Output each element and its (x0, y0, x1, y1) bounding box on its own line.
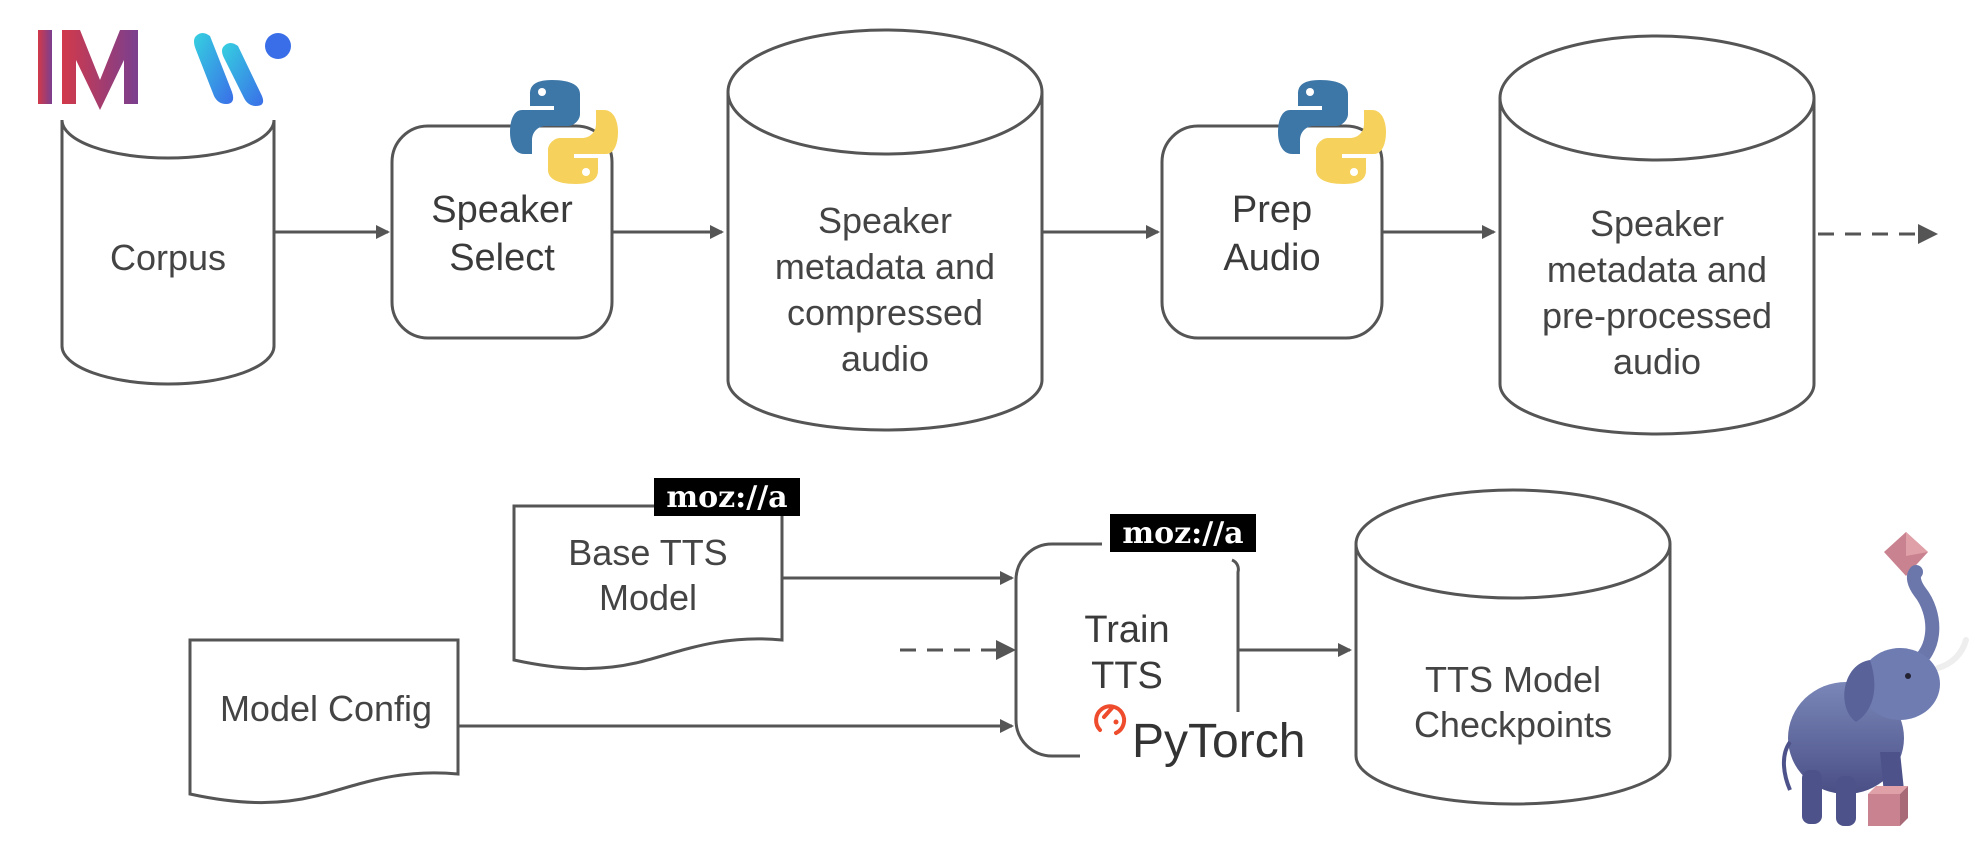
mozilla-logo-icon: moz://a (654, 478, 800, 516)
model-config-document: Model Config (188, 638, 460, 805)
metadata-compressed-line3: compressed (787, 292, 983, 333)
metadata-compressed-line1: Speaker (818, 200, 952, 241)
mozilla-logo-icon: moz://a (1110, 514, 1256, 552)
pytorch-logo-text: PyTorch (1132, 715, 1305, 768)
base-tts-model-line1: Base TTS (568, 532, 727, 573)
train-tts-label-line2: TTS (1091, 655, 1163, 697)
tts-checkpoints-datastore: TTS Model Checkpoints (1354, 488, 1672, 806)
speaker-select-process: Speaker Select (390, 124, 614, 340)
metadata-compressed-datastore: Speaker metadata and compressed audio (726, 28, 1044, 432)
prep-audio-label-line1: Prep (1232, 189, 1312, 231)
checkpoints-label-line1: TTS Model (1425, 659, 1601, 700)
metadata-preprocessed-line4: audio (1613, 341, 1701, 382)
corpus-label: Corpus (110, 237, 226, 278)
metadata-preprocessed-line3: pre-processed (1542, 295, 1772, 336)
metadata-compressed-line2: metadata and (775, 246, 995, 287)
train-tts-process: Train TTS (1014, 542, 1240, 758)
mm-logo-icon (38, 30, 138, 110)
w-logo-icon (194, 33, 291, 106)
elephant-icon (1782, 532, 1969, 826)
corpus-datastore: Corpus (60, 119, 276, 386)
metadata-preprocessed-line2: metadata and (1547, 249, 1767, 290)
prep-audio-process: Prep Audio (1160, 124, 1384, 340)
checkpoints-label-line2: Checkpoints (1414, 704, 1612, 745)
train-tts-label-line1: Train (1084, 609, 1169, 651)
metadata-compressed-line4: audio (841, 338, 929, 379)
mozilla-logo-text: moz://a (666, 480, 787, 515)
mozilla-logo-text: moz://a (1122, 516, 1243, 551)
metadata-preprocessed-line1: Speaker (1590, 203, 1724, 244)
metadata-preprocessed-datastore: Speaker metadata and pre-processed audio (1498, 34, 1816, 436)
model-config-label: Model Config (220, 688, 432, 729)
base-tts-model-line2: Model (599, 577, 697, 618)
speaker-select-label-line2: Select (449, 237, 555, 279)
python-icon (510, 80, 618, 184)
prep-audio-label-line2: Audio (1223, 237, 1320, 279)
python-icon (1278, 80, 1386, 184)
pytorch-icon: PyTorch (1094, 704, 1305, 768)
speaker-select-label-line1: Speaker (431, 189, 573, 231)
base-tts-model-document: Base TTS Model (512, 504, 784, 671)
